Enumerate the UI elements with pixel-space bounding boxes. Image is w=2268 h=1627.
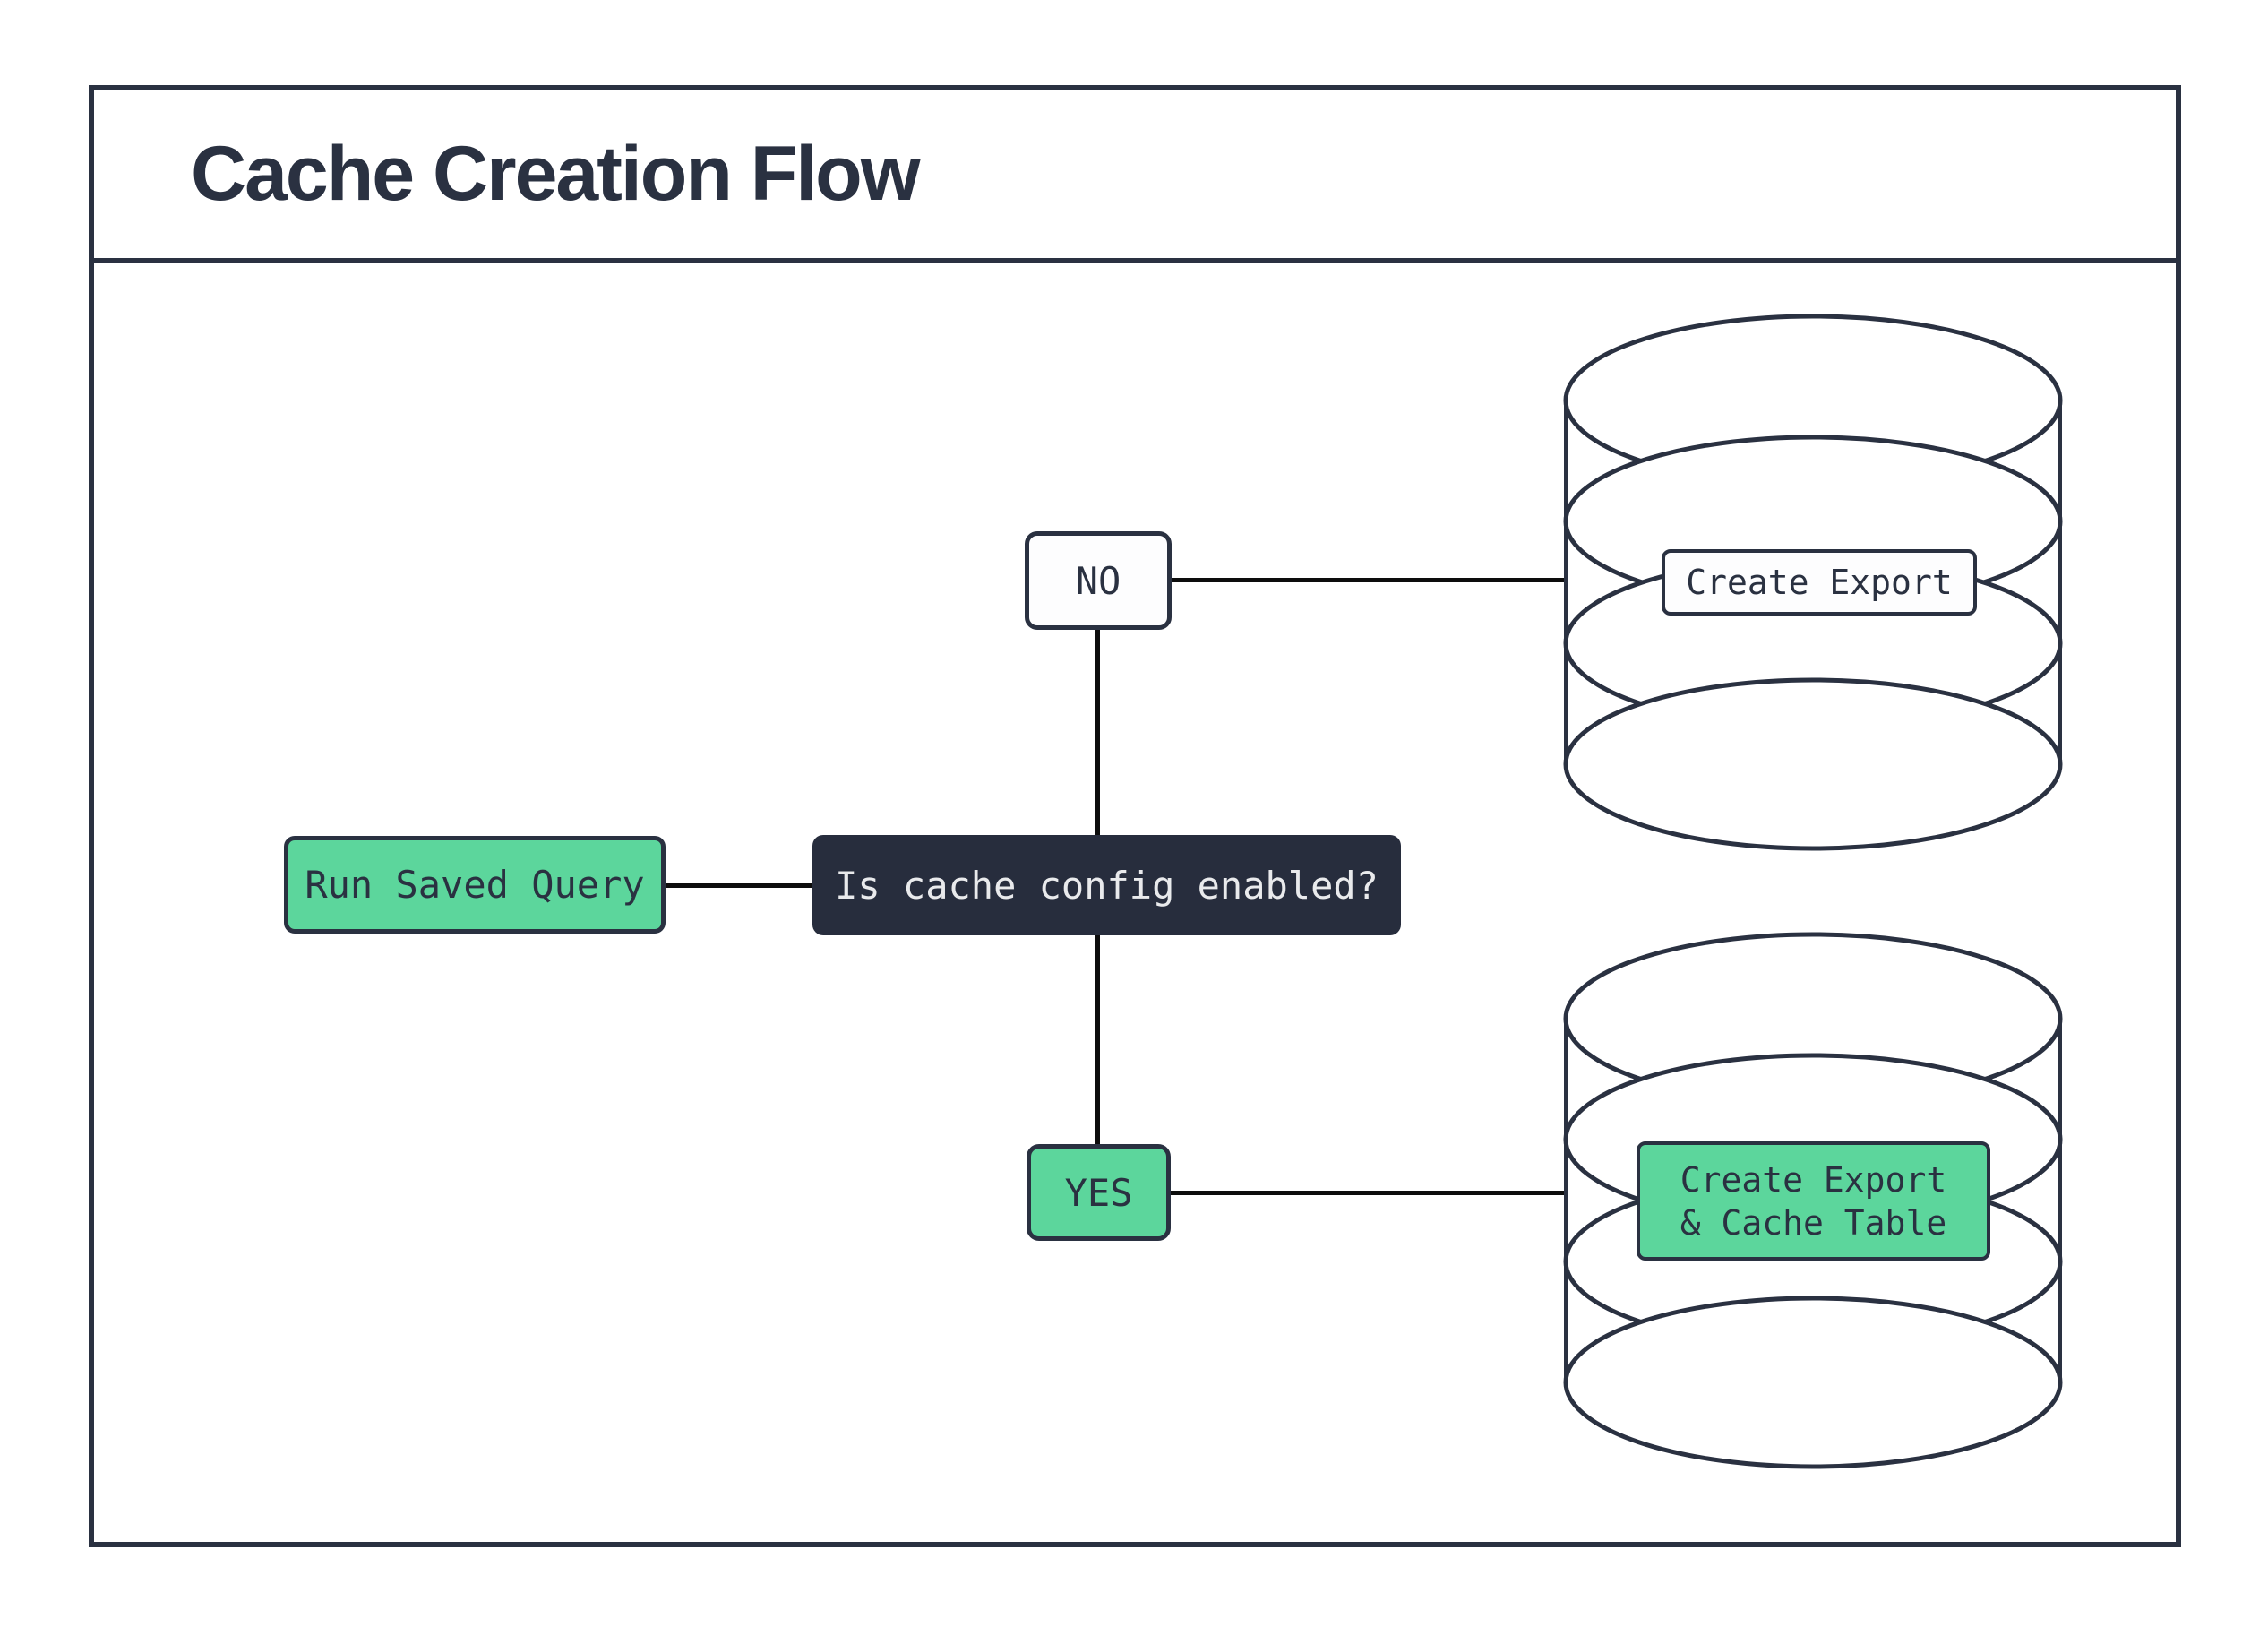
flow-node-decision: Is cache config enabled?: [812, 835, 1401, 935]
yes-branch-label: YES: [1064, 1170, 1133, 1215]
connector-decision-to-no: [1095, 627, 1100, 838]
no-branch-label: NO: [1075, 558, 1121, 603]
flow-node-no: NO: [1025, 531, 1172, 630]
page-title: Cache Creation Flow: [191, 131, 921, 217]
db-label-create-export: Create Export: [1662, 549, 1977, 616]
run-saved-query-label: Run Saved Query: [305, 863, 645, 907]
diagram-header: Cache Creation Flow: [94, 90, 2176, 263]
diagram-frame: Cache Creation Flow: [89, 85, 2181, 1547]
connector-no-to-database: [1170, 578, 1566, 582]
connector-yes-to-database: [1169, 1191, 1566, 1195]
flow-node-yes: YES: [1027, 1144, 1171, 1241]
connector-decision-to-yes: [1095, 934, 1100, 1146]
db-label-create-export-cache-table: Create Export & Cache Table: [1637, 1141, 1990, 1261]
decision-label: Is cache config enabled?: [835, 863, 1379, 908]
create-export-label: Create Export: [1686, 563, 1953, 602]
create-export-cache-line1: Create Export: [1680, 1159, 1947, 1200]
create-export-cache-line2: & Cache Table: [1680, 1202, 1947, 1243]
connector-start-to-decision: [666, 883, 812, 888]
flow-node-run-saved-query: Run Saved Query: [284, 836, 666, 934]
